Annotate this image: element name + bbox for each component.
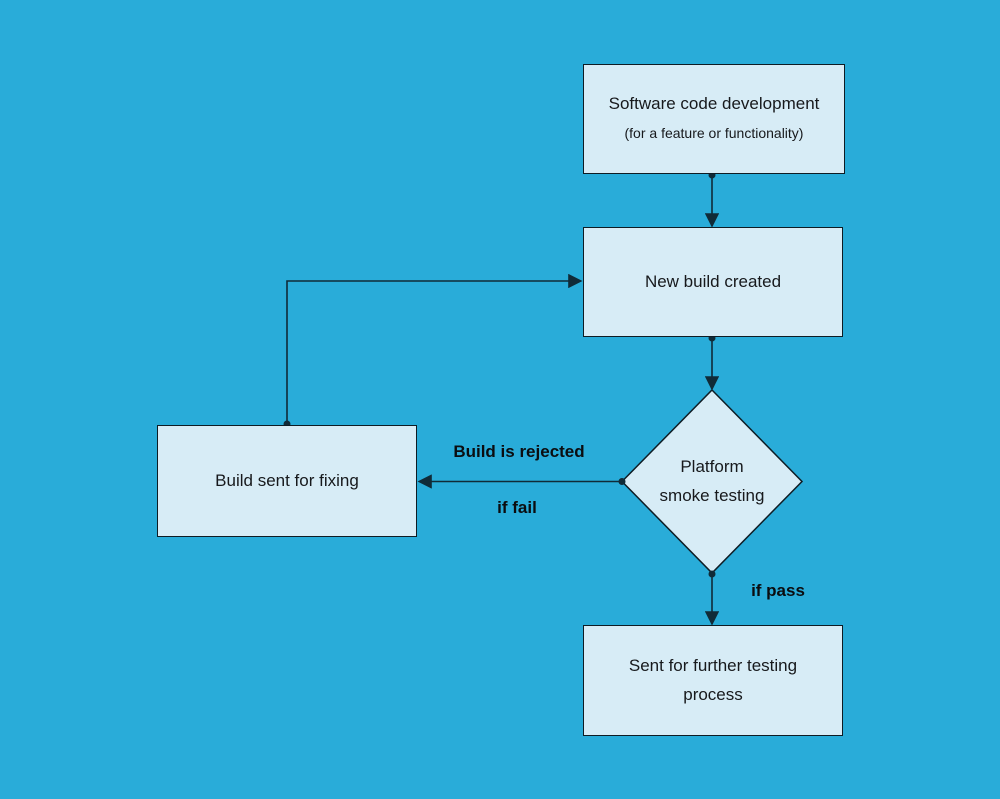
node-build-sent-for-fixing: Build sent for fixing: [157, 425, 417, 537]
node-platform-smoke-testing-text: Platform smoke testing: [659, 457, 765, 505]
arrow-newbuild-to-testing: [704, 334, 720, 391]
node-platform-smoke-testing: Platform smoke testing: [657, 436, 767, 528]
node-new-build-created-text: New build created: [644, 271, 782, 291]
arrow-fixing-to-newbuild: [283, 273, 583, 428]
arrow-testing-to-further: [704, 570, 720, 626]
edge-label-build-is-rejected: Build is rejected: [453, 442, 585, 461]
node-software-code-development-text: Software code development (for a feature…: [608, 90, 820, 148]
node-sent-for-further-testing-text: Sent for further testing process: [628, 655, 798, 704]
edge-label-if-fail: if fail: [497, 498, 537, 517]
node-software-code-development: Software code development (for a feature…: [583, 64, 845, 174]
arrow-dev-to-newbuild: [704, 171, 720, 228]
arrow-testing-to-fixing: [417, 474, 626, 489]
node-build-sent-for-fixing-text: Build sent for fixing: [215, 470, 359, 490]
node-sent-for-further-testing: Sent for further testing process: [583, 625, 843, 736]
node-main-text: Software code development: [608, 94, 820, 114]
edge-label-if-pass: if pass: [751, 581, 805, 600]
node-sub-text: (for a feature or functionality): [624, 125, 804, 141]
node-new-build-created: New build created: [583, 227, 843, 337]
